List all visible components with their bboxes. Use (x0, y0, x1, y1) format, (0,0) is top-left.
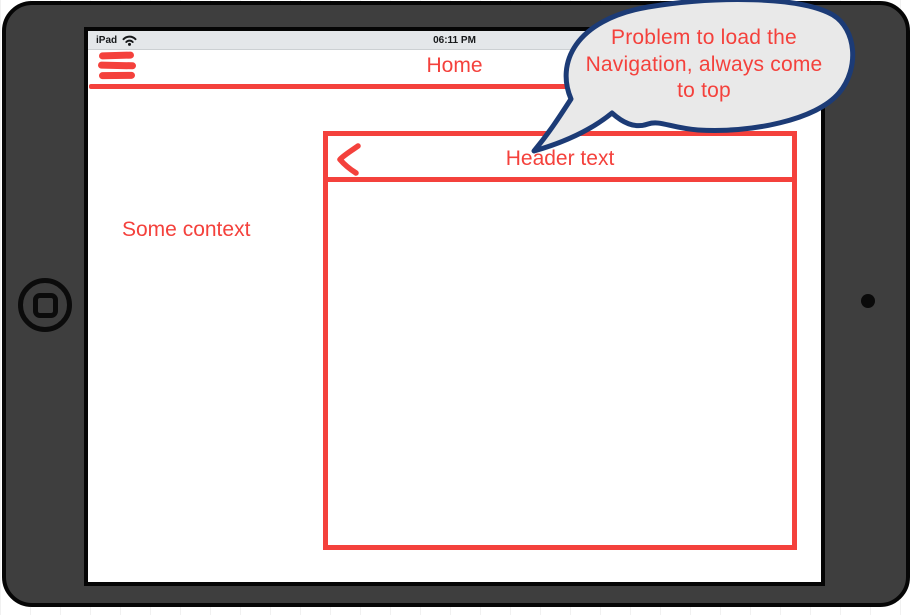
status-bar: iPad 06:11 PM (88, 31, 821, 50)
annotation-callout-text: Problem to load the Navigation, always c… (556, 25, 852, 105)
home-button[interactable] (18, 278, 72, 332)
nav-divider (89, 84, 818, 89)
screen: iPad 06:11 PM Home Some context (84, 27, 825, 586)
panel-body (328, 182, 792, 545)
camera-icon (861, 294, 875, 308)
status-time: 06:11 PM (433, 34, 476, 46)
annotation-callout (531, 0, 856, 154)
back-button[interactable] (336, 142, 362, 176)
callout-line: Problem to load the (611, 26, 797, 49)
chevron-left-icon (337, 143, 361, 176)
callout-line: to top (677, 79, 731, 102)
nav-title: Home (426, 54, 483, 77)
status-left-group: iPad (88, 35, 137, 46)
carrier-label: iPad (96, 34, 118, 46)
context-label: Some context (122, 218, 251, 241)
detail-panel: Header text (323, 131, 797, 550)
callout-line: Navigation, always come (585, 52, 823, 76)
wifi-icon (122, 35, 137, 46)
home-button-icon (32, 292, 58, 318)
speech-bubble-shape (531, 0, 856, 154)
